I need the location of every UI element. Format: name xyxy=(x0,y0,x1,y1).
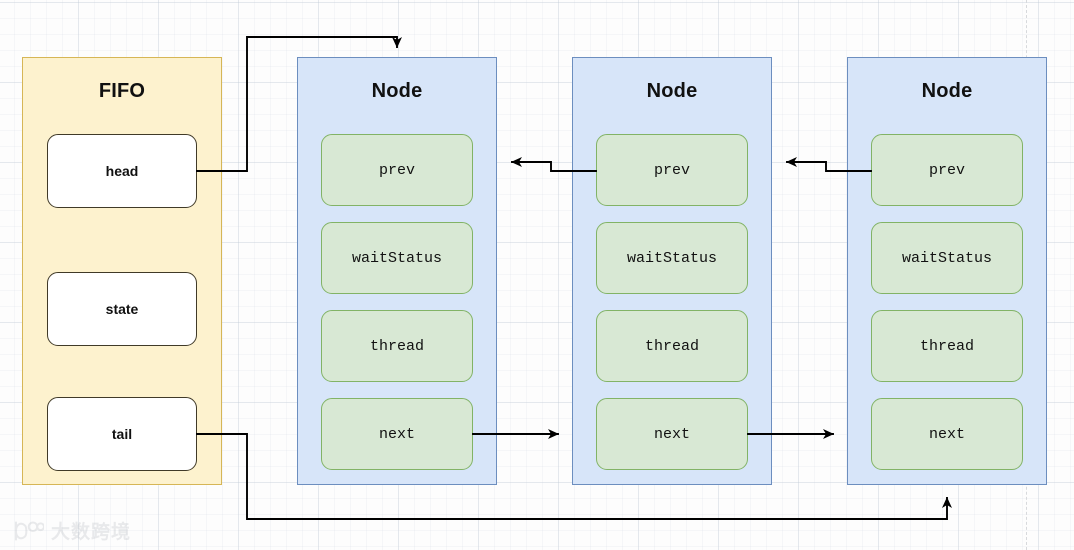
node-3-field-prev-label: prev xyxy=(928,161,965,179)
watermark-text: 大数跨境 xyxy=(51,521,132,543)
node-2-field-thread-label: thread xyxy=(644,337,699,355)
node-2-field-waitstatus-label: waitStatus xyxy=(626,249,717,267)
node-1-field-thread-label: thread xyxy=(369,337,424,355)
node-1-field-prev-label: prev xyxy=(378,161,415,179)
node-1-field-prev[interactable]: prev xyxy=(321,134,473,206)
node-2-field-next[interactable]: next xyxy=(596,398,748,470)
node-1-field-next-label: next xyxy=(378,425,415,443)
node-1-field-next[interactable]: next xyxy=(321,398,473,470)
node-3-field-waitstatus-label: waitStatus xyxy=(901,249,992,267)
node-2-field-prev[interactable]: prev xyxy=(596,134,748,206)
node-3-field-next-label: next xyxy=(928,425,965,443)
node-1-field-thread[interactable]: thread xyxy=(321,310,473,382)
fifo-field-head[interactable]: head xyxy=(47,134,197,208)
node-2-field-thread[interactable]: thread xyxy=(596,310,748,382)
node-2-field-prev-label: prev xyxy=(653,161,690,179)
node-3-title: Node xyxy=(921,80,973,102)
node-3-field-thread[interactable]: thread xyxy=(871,310,1023,382)
fifo-field-head-label: head xyxy=(105,163,139,179)
node-1-field-waitstatus[interactable]: waitStatus xyxy=(321,222,473,294)
node-2-title: Node xyxy=(646,80,698,102)
node-3-field-thread-label: thread xyxy=(919,337,974,355)
fifo-field-state-label: state xyxy=(105,301,139,317)
node-1-field-waitstatus-label: waitStatus xyxy=(351,249,442,267)
node-3-field-waitstatus[interactable]: waitStatus xyxy=(871,222,1023,294)
node-2-field-waitstatus[interactable]: waitStatus xyxy=(596,222,748,294)
fifo-field-state[interactable]: state xyxy=(47,272,197,346)
watermark: 大数跨境 xyxy=(10,517,131,544)
owl-logo-icon xyxy=(14,520,44,540)
node-2-field-next-label: next xyxy=(653,425,690,443)
fifo-field-tail[interactable]: tail xyxy=(47,397,197,471)
fifo-field-tail-label: tail xyxy=(111,426,133,442)
node-3-field-next[interactable]: next xyxy=(871,398,1023,470)
node-3-field-prev[interactable]: prev xyxy=(871,134,1023,206)
node-1-title: Node xyxy=(371,80,423,102)
fifo-title: FIFO xyxy=(98,80,146,102)
